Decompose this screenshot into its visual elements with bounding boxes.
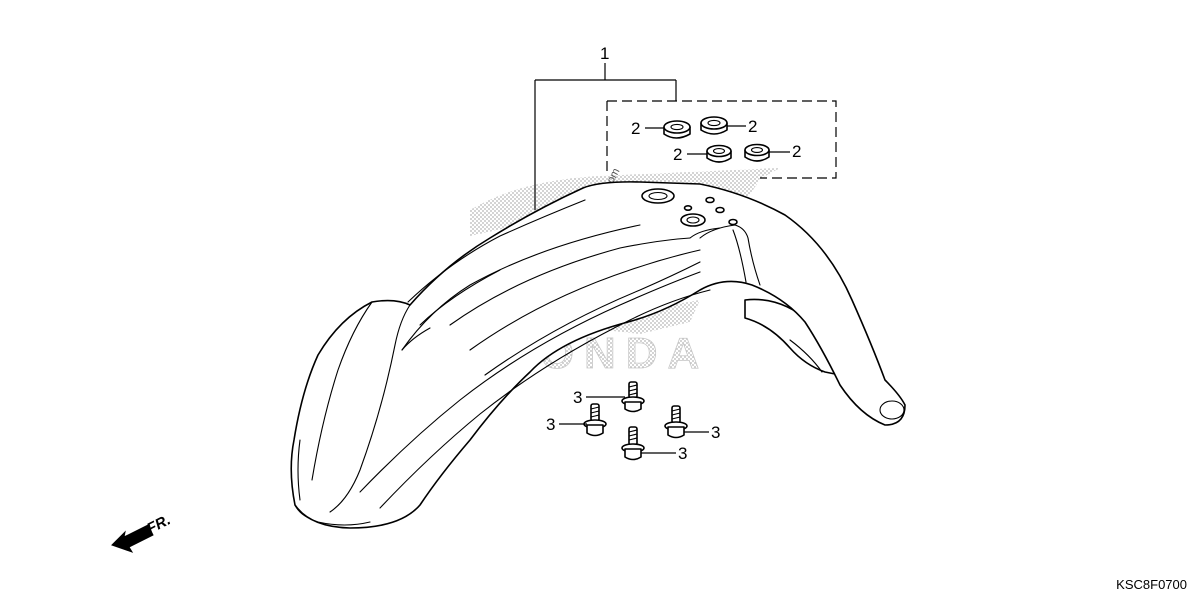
callout-3-label-b: 3 <box>546 415 555 434</box>
grommet-4 <box>744 143 770 162</box>
bolt-d <box>621 426 645 461</box>
bolt-b <box>583 403 607 437</box>
bolt-parts: 3 3 3 3 <box>546 381 720 463</box>
grommet-3 <box>706 144 732 163</box>
callout-2-label-b: 2 <box>748 117 757 136</box>
callout-3-label-d: 3 <box>678 444 687 463</box>
callout-1-label: 1 <box>600 44 609 63</box>
callout-2-label-c: 2 <box>673 145 682 164</box>
callout-3-label-c: 3 <box>711 423 720 442</box>
callout-3-label-a: 3 <box>573 388 582 407</box>
front-arrow-icon <box>111 524 154 553</box>
callout-2-label-d: 2 <box>792 142 801 161</box>
front-direction-indicator: FR. <box>111 511 173 553</box>
grommet-1 <box>663 120 691 139</box>
callout-1-group: 1 <box>534 44 837 210</box>
diagram-part-code: KSC8F0700 <box>1116 577 1187 592</box>
callout-2-label-a: 2 <box>631 119 640 138</box>
grommet-2 <box>700 116 728 135</box>
bolt-a <box>621 381 645 413</box>
bolt-c <box>664 405 688 439</box>
grommet-parts: 2 2 2 2 <box>631 116 801 164</box>
front-fender <box>290 181 906 529</box>
